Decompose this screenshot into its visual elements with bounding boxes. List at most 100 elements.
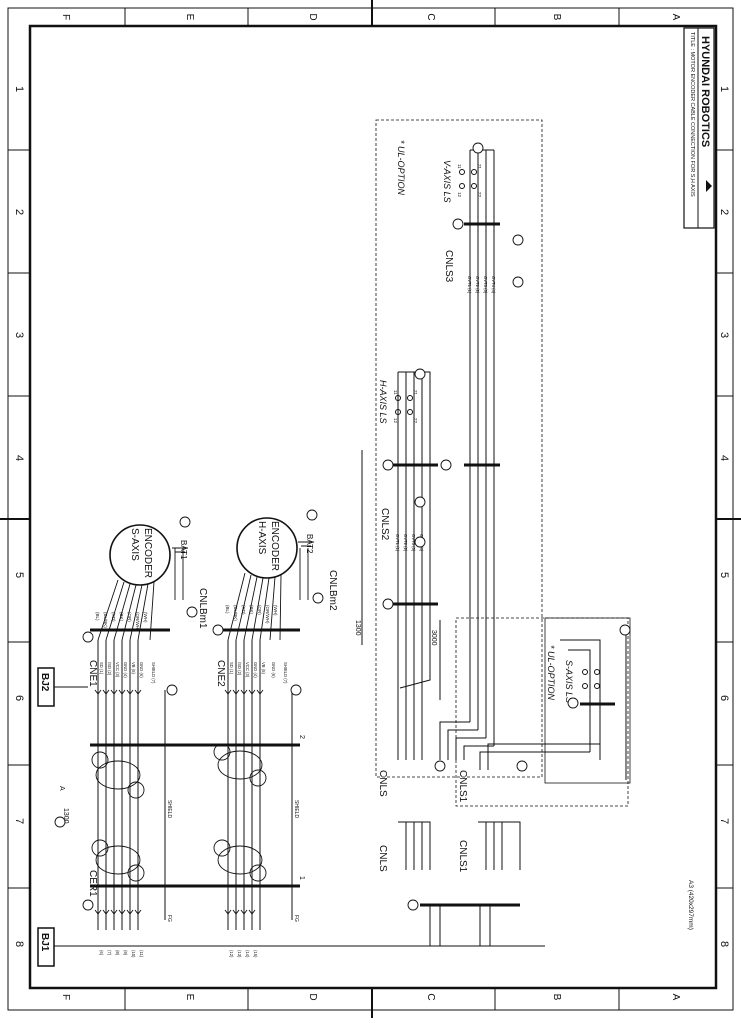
- zone-letter-bottom: D: [307, 993, 318, 1000]
- s-axis-encoder-symbol: [109, 524, 171, 586]
- zone-number-right: 4: [718, 455, 730, 461]
- company-logo-icon: [706, 180, 712, 192]
- cer1-pin: (9): [123, 950, 128, 956]
- wire-color-label: (BL/BK): [103, 612, 108, 628]
- zone-letter-top: F: [60, 14, 71, 20]
- cer1-pin: (11): [139, 950, 144, 958]
- zone-number-left: 4: [13, 455, 25, 461]
- ls-tag-circles: [382, 142, 631, 911]
- cer1-h-pin: (15): [253, 950, 258, 958]
- outer-border: [7, 7, 734, 1011]
- cer1-pin: (8): [115, 950, 120, 956]
- wire-color-label: (OR): [257, 605, 262, 615]
- zone-number-right: 5: [718, 572, 730, 578]
- cer1-h-pin: (13): [237, 950, 242, 958]
- cnls2-label: CNLS2: [379, 508, 390, 541]
- ls-contact-label: 21: [477, 164, 482, 170]
- zone-number-right: 3: [718, 332, 730, 338]
- ls-contact-label: 22: [413, 418, 418, 424]
- v-axis-ls-label: V-AXIS LS: [442, 160, 452, 203]
- fg-label: FG: [293, 915, 299, 922]
- wire-color-label: (WH): [143, 612, 148, 623]
- zone-letter-bottom: E: [184, 994, 195, 1001]
- s-axis-encoder-line2: ENCODER: [142, 528, 153, 578]
- cer1-pin: (6): [99, 950, 104, 956]
- ul-option-box-bottom: [455, 617, 629, 807]
- zone-number-right: 1: [718, 86, 730, 92]
- h-axis-ls-label: H-AXIS LS: [378, 380, 388, 424]
- ls-contact-label: 12: [457, 192, 462, 198]
- length-1300-mid: 1300: [354, 620, 361, 636]
- fg-label: FG: [166, 915, 172, 922]
- zone-letter-top: C: [425, 13, 436, 20]
- wire-color-label: (BK): [119, 612, 124, 622]
- cne2-pin: SHIELD (7): [283, 662, 288, 684]
- s-axis-encoder-line1: S-AXIS: [129, 528, 140, 561]
- revision-triangle-a: A: [58, 786, 65, 791]
- wire-color-label: (RD): [241, 605, 246, 615]
- ls-contact-label: 22: [477, 192, 482, 198]
- zone-letter-top: B: [551, 14, 562, 21]
- connector-chevrons: [94, 689, 264, 915]
- ul-option-bottom-label: * UL-OPTION: [546, 645, 556, 701]
- h-axis-encoder-line1: H-AXIS: [256, 521, 267, 555]
- cne1-pin: VCC (3): [115, 662, 120, 678]
- cnls2-pin: OVT1 (1): [395, 534, 400, 552]
- s-axis-ls-label: S-AXIS LS: [564, 660, 574, 703]
- cnlbm1-label: CNLBm1: [197, 588, 208, 629]
- wire-color-label: (BL): [225, 605, 230, 614]
- cnls2-pin: OVT3 (3): [411, 534, 416, 552]
- zone-number-right: 2: [718, 209, 730, 215]
- inner-border: [28, 24, 718, 990]
- cne1-pin: VB (5): [131, 662, 136, 674]
- cer1-label: CER1: [87, 870, 98, 897]
- ls-contact-label: 12: [393, 418, 398, 424]
- twisted-pair-clouds: [91, 743, 267, 882]
- bat2-label: BAT2: [305, 534, 314, 554]
- wire-color-label: (OR): [127, 612, 132, 622]
- cne2-pin: GND (4): [253, 662, 258, 678]
- cne1-pin: GND (6): [139, 662, 144, 678]
- cnls1-bottom-label: CNLS1: [457, 840, 468, 873]
- cer1-h-pin: (12): [229, 950, 234, 958]
- zone-number-left: 1: [13, 86, 25, 92]
- wire-color-label: (BK): [249, 605, 254, 615]
- cnls1-mid-label: CNLS1: [457, 770, 468, 803]
- cne1-pin: GND (4): [123, 662, 128, 678]
- ls-contact-label: 11: [393, 390, 398, 395]
- ul-option-top-label: * UL-OPTION: [396, 140, 406, 196]
- mark-2: 2: [298, 735, 305, 739]
- h-axis-encoder-symbol: [236, 517, 298, 579]
- cne2-pin: GND (6): [271, 662, 276, 678]
- harness-lines: [90, 628, 300, 930]
- cne1-pin: SD (1): [99, 662, 104, 675]
- cnls3-pin: OVT4 (4): [491, 276, 496, 294]
- zone-letter-top: A: [670, 14, 681, 21]
- shield-label: SHIELD: [166, 800, 172, 818]
- bj1-label: BJ1: [39, 933, 50, 952]
- ls-harness-lines: [361, 149, 627, 946]
- title-block: TITLE : MOTOR ENCODER CABLE CONNECTION F…: [683, 27, 715, 229]
- zone-letter-bottom: F: [60, 994, 71, 1000]
- cnls-bottom-label: CNLS: [377, 845, 388, 872]
- cer1-pin: (7): [107, 950, 112, 956]
- zone-number-left: 6: [13, 695, 25, 701]
- zone-letter-bottom: C: [425, 993, 436, 1000]
- cnls3-pin: OVT3 (3): [483, 276, 488, 294]
- zone-number-left: 2: [13, 209, 25, 215]
- zone-letter-bottom: B: [551, 994, 562, 1001]
- zone-number-right: 7: [718, 818, 730, 824]
- drawing-title: TITLE : MOTOR ENCODER CABLE CONNECTION F…: [689, 32, 695, 197]
- zone-letter-bottom: A: [670, 994, 681, 1001]
- bj1-box: [37, 927, 55, 967]
- h-axis-encoder-line2: ENCODER: [269, 521, 280, 571]
- cer1-h-pin: (14): [245, 950, 250, 958]
- wire-color-label: (OR/WH): [135, 612, 140, 631]
- ul-option-box-top: [375, 119, 543, 778]
- cnls2-pin: OVT2 (2): [403, 534, 408, 552]
- cne1-label: CNE1: [87, 660, 98, 687]
- battery-symbols: [172, 541, 314, 553]
- cnls-mid-label: CNLS: [377, 770, 388, 797]
- cne2-label: CNE2: [215, 660, 226, 687]
